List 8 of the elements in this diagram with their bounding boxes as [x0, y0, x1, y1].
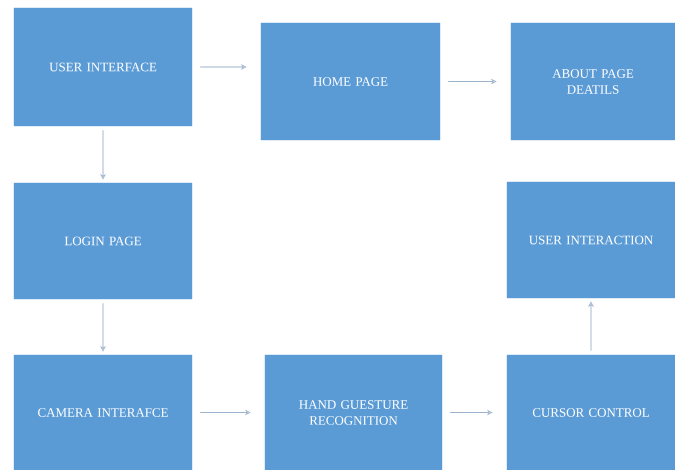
process-box: HAND GUESTURE RECOGNITION [264, 354, 442, 470]
process-box: HOME PAGE [260, 22, 440, 140]
process-box: CAMERA INTERAFCE [14, 354, 192, 470]
process-box: CURSOR CONTROL [506, 354, 675, 470]
process-box: LOGIN PAGE [14, 182, 192, 300]
process-box: USER INTERFACE [14, 8, 192, 126]
process-box: USER INTERACTION [506, 182, 675, 298]
process-box: ABOUT PAGE DEATILS [510, 22, 675, 140]
